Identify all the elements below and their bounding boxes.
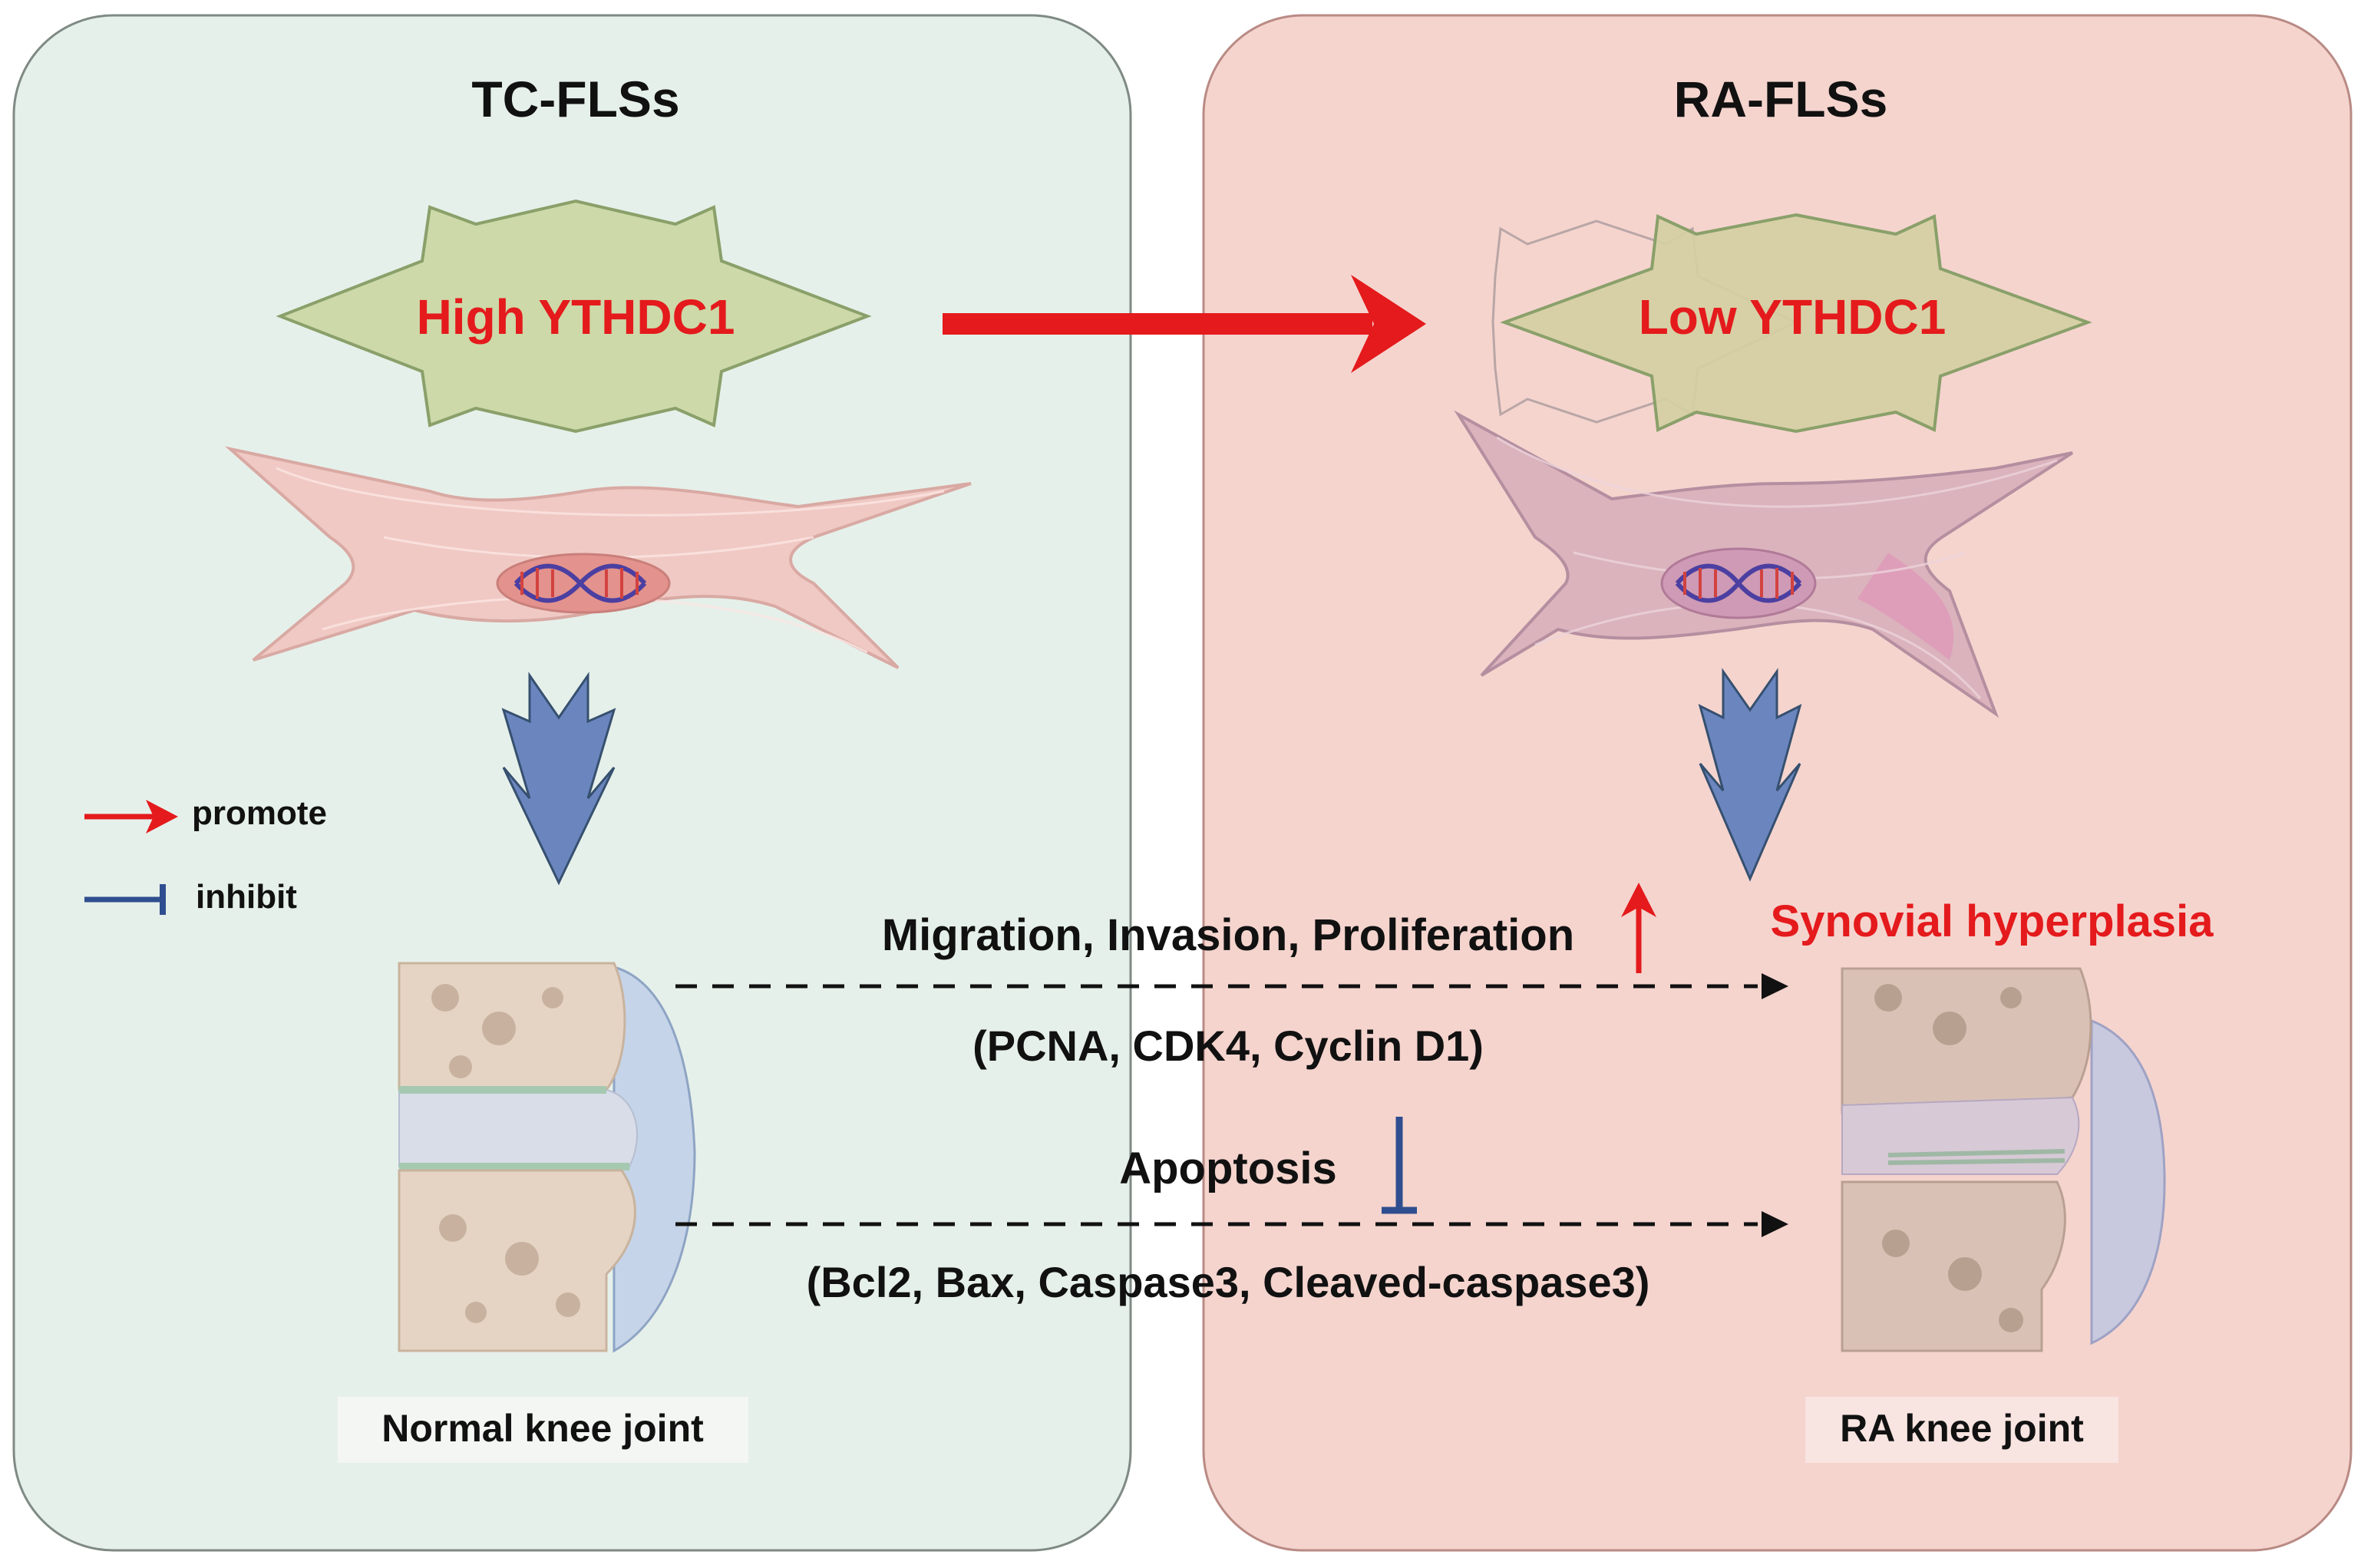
apoptosis-arrowhead: [1762, 1211, 1788, 1237]
apoptosis-label: Apoptosis: [1119, 1144, 1337, 1193]
dna-helix-icon: [513, 563, 647, 603]
low-ythdc1-star: [1500, 213, 2092, 434]
high-ythdc1-star: [276, 199, 872, 434]
normal-knee-label-box: [338, 1397, 748, 1463]
apoptosis-markers-label: (Bcl2, Bax, Caspase3, Cleaved-caspase3): [807, 1258, 1650, 1306]
ra-fibroblast-cell: [1454, 410, 2074, 718]
ra-knee-label-box: [1805, 1397, 2118, 1463]
low-ythdc1-label: Low YTHDC1: [1639, 289, 1947, 345]
legend-inhibit-label: inhibit: [196, 878, 297, 916]
normal-knee-joint-label: Normal knee joint: [381, 1407, 704, 1450]
migration-invasion-proliferation-label: Migration, Invasion, Proliferation: [882, 910, 1574, 960]
promote-up-arrowhead: [1621, 883, 1656, 917]
synovial-hyperplasia-label: Synovial hyperplasia: [1770, 896, 2214, 946]
legend-promote-label: promote: [192, 794, 327, 832]
ra-knee-joint-image: [1841, 967, 2166, 1352]
left-panel-title: TC-FLSs: [471, 71, 679, 127]
legend-promote-arrowhead: [146, 800, 178, 834]
left-down-arrow: [501, 672, 616, 886]
right-panel-title: RA-FLSs: [1674, 71, 1888, 127]
transition-arrow-head: [1351, 275, 1426, 373]
right-down-arrow: [1698, 668, 1802, 882]
normal-fibroblast-cell: [224, 446, 972, 669]
ra-knee-joint-label: RA knee joint: [1840, 1407, 2084, 1450]
dna-helix-icon-ra: [1675, 563, 1802, 603]
legend: promote inhibit: [84, 794, 327, 916]
proliferation-markers-label: (PCNA, CDK4, Cyclin D1): [972, 1022, 1484, 1070]
high-ythdc1-label: High YTHDC1: [417, 289, 735, 345]
proliferation-arrowhead: [1762, 973, 1788, 999]
transition-arrow-shaft: [943, 313, 1372, 335]
normal-knee-joint-image: [398, 962, 696, 1353]
